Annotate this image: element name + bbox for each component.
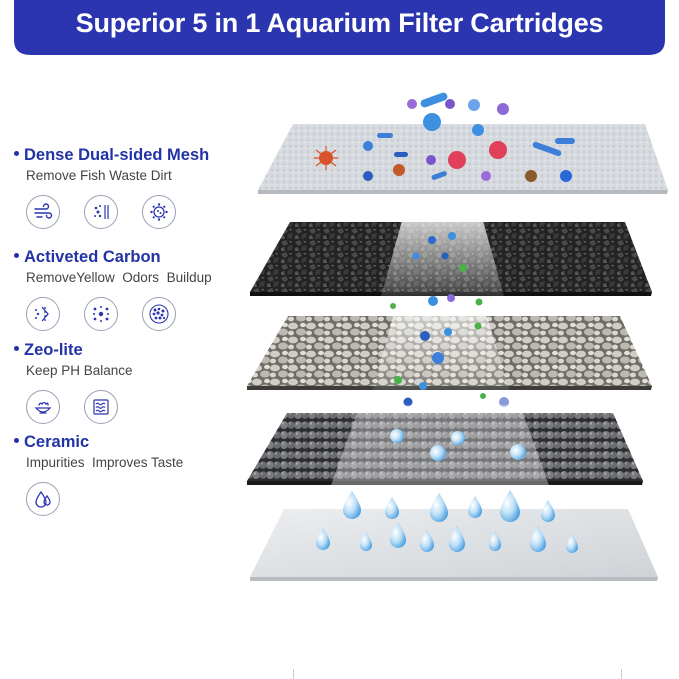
water-layers-icon	[84, 390, 118, 424]
title-banner: Superior 5 in 1 Aquarium Filter Cartridg…	[0, 0, 679, 58]
wind-flow-icon	[26, 195, 60, 229]
bullet-dot	[14, 346, 19, 352]
banner-shape	[14, 0, 665, 55]
feature-subtitle: Keep PH Balance	[26, 363, 133, 378]
particle-filter-icon	[84, 195, 118, 229]
activated-carbon-layer	[250, 210, 652, 300]
feature-subtitle: Remove Fish Waste Dirt	[26, 168, 172, 183]
bullet-dot	[14, 253, 19, 259]
bullet-dot	[14, 151, 19, 157]
zeolite-layer	[247, 310, 652, 392]
feature-ceramic: Ceramic Impurities Improves Taste	[14, 433, 183, 516]
ceramic-balls-layer	[247, 405, 643, 488]
feature-title: Activeted Carbon	[24, 248, 161, 266]
water-drops	[316, 490, 578, 553]
feature-subtitle: Impurities Improves Taste	[26, 455, 184, 470]
feature-title: Zeo-lite	[24, 341, 83, 359]
mesh-layer	[258, 92, 668, 194]
feature-subtitle: RemoveYellow Odors Buildup	[26, 270, 212, 285]
feature-carbon: Activeted Carbon RemoveYellow Odors Buil…	[14, 248, 212, 331]
bacteria-icon	[142, 195, 176, 229]
feature-title: Ceramic	[24, 433, 90, 451]
absorption-icon	[26, 297, 60, 331]
carbon-granules-icon	[142, 297, 176, 331]
feature-zeolite: Zeo-lite Keep PH Balance	[14, 341, 133, 424]
feature-title: Dense Dual-sided Mesh	[24, 146, 210, 164]
particles-icon	[84, 297, 118, 331]
divider	[621, 669, 622, 679]
page-title: Superior 5 in 1 Aquarium Filter Cartridg…	[75, 8, 604, 38]
bullet-dot	[14, 438, 19, 444]
water-drops-icon	[26, 482, 60, 516]
feature-mesh: Dense Dual-sided Mesh Remove Fish Waste …	[14, 146, 209, 229]
divider	[293, 669, 294, 679]
balance-bowl-icon	[26, 390, 60, 424]
